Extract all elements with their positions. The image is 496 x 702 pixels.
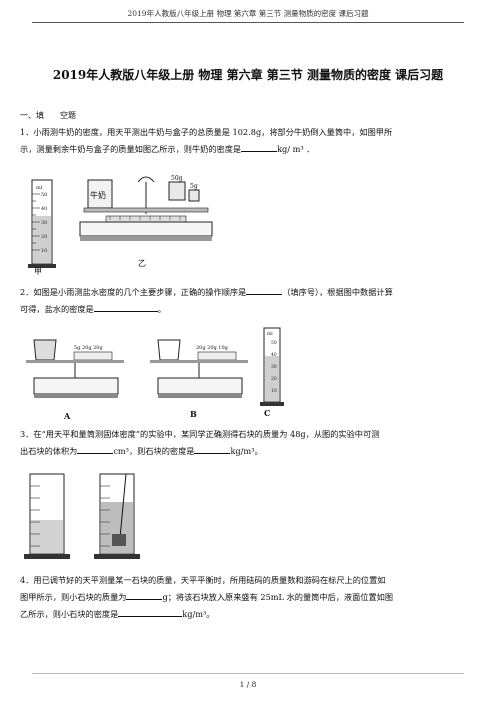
q4-line-1: 4．用已调节好的天平测量某一石块的质量，天平平衡时，所用砝码的质量数和游码在标尺… — [20, 575, 386, 585]
q3-line-2: 出石块的体积为 cm³，则石块的密度是 kg/m³。 — [20, 443, 476, 460]
q1-cyl-unit: ml — [36, 185, 43, 191]
q3-volume-blank[interactable] — [77, 444, 114, 454]
q1-caption-jia: 甲 — [34, 267, 42, 276]
q2-line-2: 可得，盐水的密度是 。 — [20, 301, 476, 318]
q2-density-blank[interactable] — [93, 302, 158, 312]
q3-line-1: 3．在“用天平和量筒测固体密度”的实验中，某同学正确测得石块的质量为 48g，从… — [20, 429, 380, 439]
q4-density-blank[interactable] — [118, 607, 183, 617]
q3-cylinder-before — [24, 473, 70, 559]
question-4: 4．用已调节好的天平测量某一石块的质量，天平平衡时，所用砝码的质量数和游码在标尺… — [20, 572, 476, 623]
q1-line-2: 示，测量剩余牛奶与盒子的质量如图乙所示，则牛奶的密度是 kg/ m³ ． — [20, 141, 476, 158]
q4-mass-blank[interactable] — [126, 590, 163, 600]
q1-milk-label: 牛奶 — [90, 190, 106, 200]
q2-figure-a: 5g 20g 20g — [26, 339, 124, 398]
q2-cyl-tick: 30 — [271, 364, 277, 370]
q2-cyl-tick: 10 — [271, 388, 277, 394]
page-number: 1 / 8 — [239, 680, 257, 689]
q1-cyl-tick: 50 — [41, 192, 47, 198]
q2-label-b: B — [190, 409, 197, 419]
q1-cyl-tick: 20 — [41, 234, 47, 240]
q4-text-e: kg/m³。 — [182, 609, 215, 619]
q2-text-d: 。 — [157, 304, 166, 314]
page-header: 2019年人教版八年级上册 物理 第六章 第三节 测量物质的密度 课后习题 — [127, 9, 369, 18]
q1-weight-50g: 50g — [171, 175, 183, 182]
q3-text-d: kg/m³。 — [230, 446, 263, 456]
q1-caption-yi: 乙 — [138, 259, 146, 268]
q2-figure-c: ml 50 40 30 20 10 — [260, 327, 284, 406]
q2-cyl-tick: 50 — [271, 340, 277, 346]
q4-text-c: g；将该石块放入原来盛有 25mL 水的量筒中后，液面位置如图 — [162, 592, 394, 602]
q1-cyl-tick: 40 — [41, 206, 47, 212]
q1-cyl-tick: 10 — [41, 248, 47, 254]
q1-text-b: 示，测量剩余牛奶与盒子的质量如图乙所示，则牛奶的密度是 — [20, 144, 242, 154]
q2-text-b: （填序号），根据图中数据计算 — [282, 287, 393, 297]
q2-text-c: 可得，盐水的密度是 — [20, 304, 94, 314]
q2-label-a: A — [64, 411, 71, 421]
q1-cylinder-figure: ml 50 40 30 20 10 — [28, 179, 56, 268]
q2-cyl-tick: 40 — [271, 352, 277, 358]
q2-a-weights: 5g 20g 20g — [74, 345, 103, 351]
q1-line-1: 1．小雨测牛奶的密度，用天平测出牛奶与盒子的总质量是 102.8g，将部分牛奶倒… — [20, 127, 393, 137]
q1-weight-5g: 5g — [190, 183, 198, 190]
question-1: 1．小雨测牛奶的密度，用天平测出牛奶与盒子的总质量是 102.8g，将部分牛奶倒… — [20, 124, 476, 158]
q3-cylinder-after — [94, 473, 140, 559]
q1-balance-figure: 牛奶 50g 5g — [79, 175, 213, 241]
q2-figure-b: 20g 20g 10g — [150, 339, 248, 398]
q2-cyl-unit: ml — [267, 331, 273, 337]
q3-text-b: 出石块的体积为 — [20, 446, 78, 456]
q1-answer-blank[interactable] — [241, 142, 278, 152]
q4-line-3: 乙所示，则小石块的密度是 kg/m³。 — [20, 606, 476, 623]
q4-text-d: 乙所示，则小石块的密度是 — [20, 609, 119, 619]
footer-divider — [32, 673, 464, 674]
header-divider — [32, 22, 464, 23]
q2-order-blank[interactable] — [246, 285, 283, 295]
q3-text-c: cm³，则石块的密度是 — [113, 446, 195, 456]
document-title: 2019年人教版八年级上册 物理 第六章 第三节 测量物质的密度 课后习题 — [52, 68, 444, 82]
q2-b-weights: 20g 20g 10g — [196, 345, 229, 351]
q1-cyl-tick: 30 — [41, 220, 47, 226]
question-2: 2．如图是小雨测盐水密度的几个主要步骤，正确的操作顺序是 （填序号），根据图中数据… — [20, 284, 476, 318]
q3-density-blank[interactable] — [194, 444, 231, 454]
section-heading: 一、填 空题 — [20, 111, 76, 120]
q1-text-c: kg/ m³ ． — [277, 144, 315, 154]
q4-text-b: 图甲所示，则小石块的质量为 — [20, 592, 127, 602]
q4-line-2: 图甲所示，则小石块的质量为 g；将该石块放入原来盛有 25mL 水的量筒中后，液面… — [20, 589, 476, 606]
q2-label-c: C — [264, 408, 271, 418]
q2-line-1: 2．如图是小雨测盐水密度的几个主要步骤，正确的操作顺序是 （填序号），根据图中数据… — [20, 284, 476, 301]
q2-text-a: 2．如图是小雨测盐水密度的几个主要步骤，正确的操作顺序是 — [20, 287, 247, 297]
q2-cyl-tick: 20 — [271, 376, 277, 382]
question-3: 3．在“用天平和量筒测固体密度”的实验中，某同学正确测得石块的质量为 48g，从… — [20, 426, 476, 460]
